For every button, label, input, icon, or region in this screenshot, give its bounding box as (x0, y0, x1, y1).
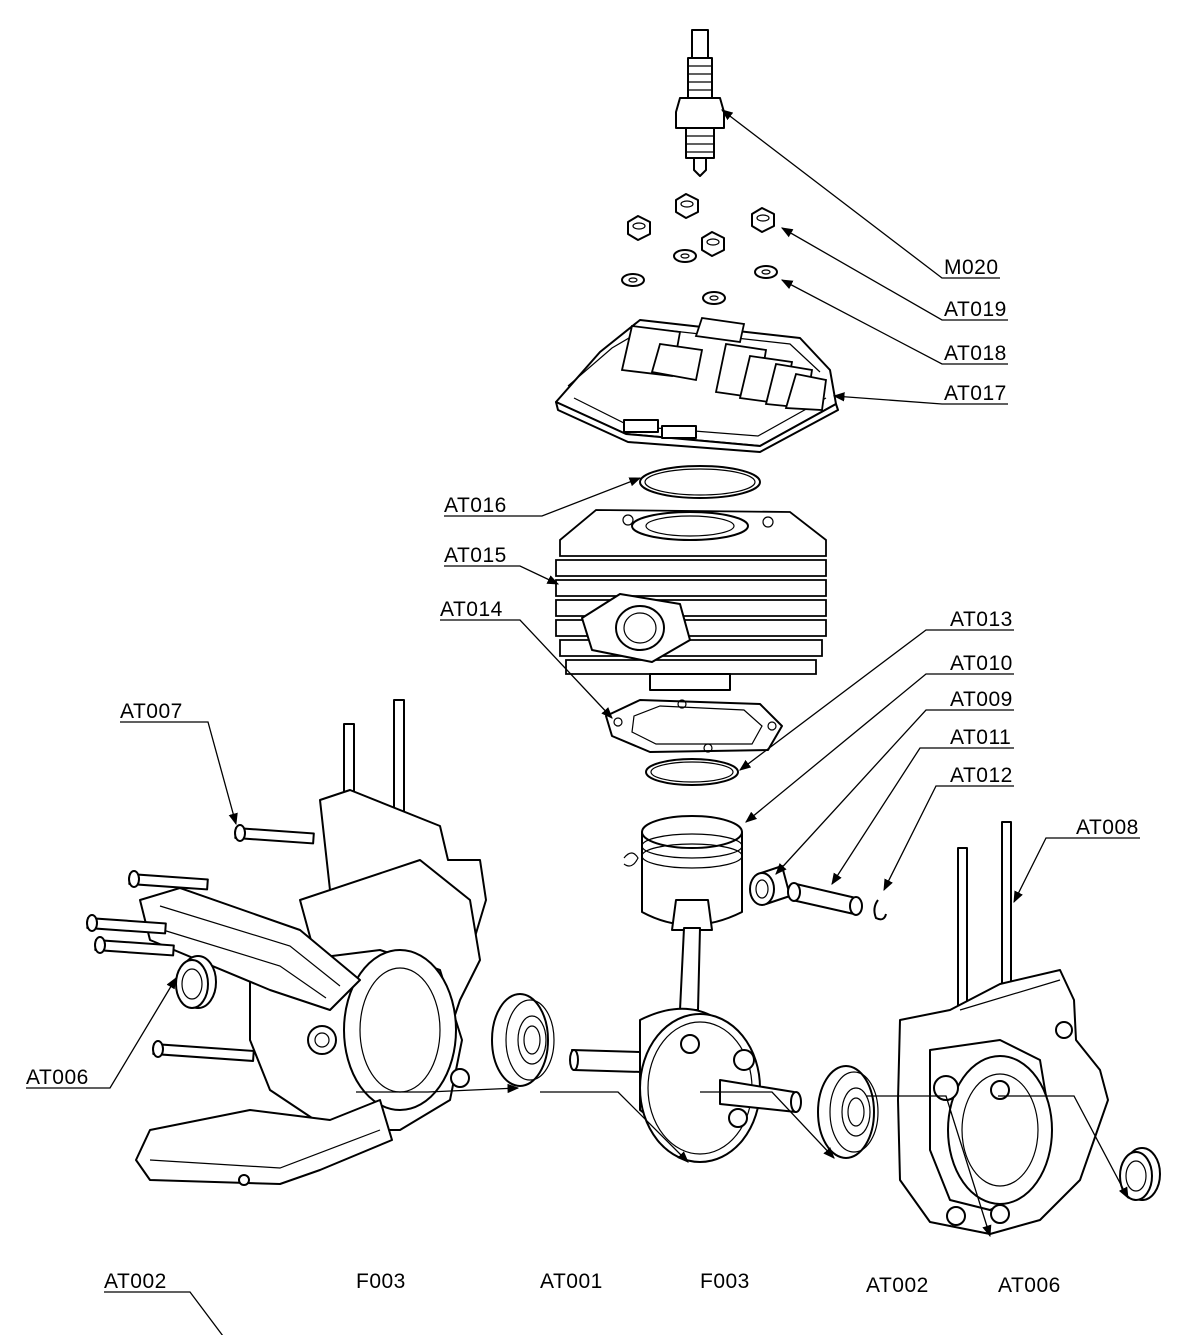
label-m020: M020 (944, 256, 999, 279)
label-at019: AT019 (944, 298, 1007, 321)
label-at002-left: AT002 (104, 1270, 167, 1293)
cylinder (555, 509, 827, 691)
cylinder-head (555, 317, 839, 453)
left-oil-seal (175, 955, 217, 1009)
head-nuts (627, 193, 775, 257)
piston-pin (787, 882, 863, 916)
label-at001: AT001 (540, 1270, 603, 1293)
label-at018: AT018 (944, 342, 1007, 365)
label-at009: AT009 (950, 688, 1013, 711)
main-bearing-left (491, 993, 555, 1087)
right-crankcase (897, 821, 1109, 1235)
left-crankcase (135, 699, 487, 1186)
label-at012: AT012 (950, 764, 1013, 787)
base-o-ring (645, 758, 739, 786)
label-at013: AT013 (950, 608, 1013, 631)
label-at006-right: AT006 (998, 1274, 1061, 1297)
base-gasket (605, 699, 783, 753)
spark-plug (675, 29, 725, 177)
left-case-screws (86, 824, 315, 1062)
part-labels: M020 AT019 AT018 AT017 AT016 AT015 AT014… (26, 256, 1139, 1297)
pin-clip (873, 899, 887, 921)
label-at017: AT017 (944, 382, 1007, 405)
label-at010: AT010 (950, 652, 1013, 675)
label-f003-right: F003 (700, 1270, 750, 1293)
label-f003-left: F003 (356, 1270, 406, 1293)
label-at015: AT015 (444, 544, 507, 567)
label-at002-right: AT002 (866, 1274, 929, 1297)
head-washers (621, 249, 778, 305)
head-gasket-ring (639, 465, 761, 499)
main-bearing-right (817, 1065, 879, 1159)
label-at011: AT011 (950, 726, 1011, 749)
right-oil-seal (1119, 1147, 1161, 1201)
crankshaft (569, 927, 802, 1163)
leader-lines (26, 109, 1140, 1335)
label-at008: AT008 (1076, 816, 1139, 839)
needle-bearing (749, 865, 791, 906)
piston (623, 815, 743, 931)
label-at007: AT007 (120, 700, 183, 723)
label-at014: AT014 (440, 598, 503, 621)
label-at016: AT016 (444, 494, 507, 517)
label-at006-left: AT006 (26, 1066, 89, 1089)
